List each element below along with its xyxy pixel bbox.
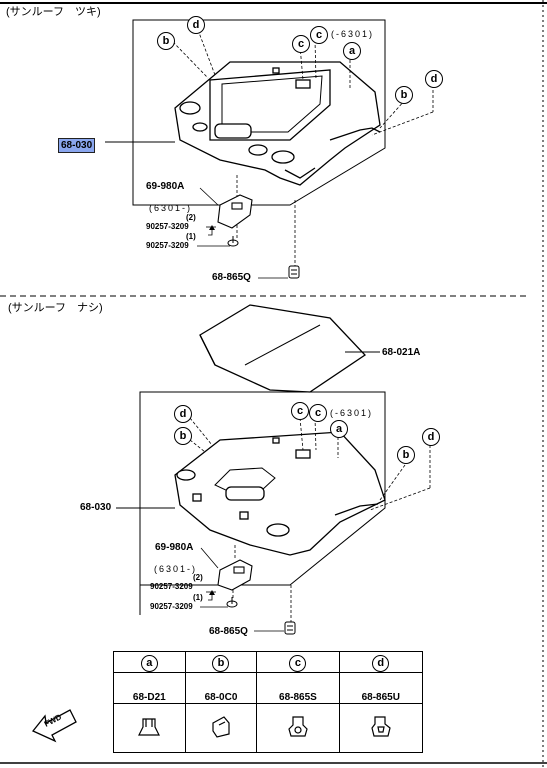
callout-d-bottom-right: d	[422, 428, 440, 446]
legend-header-d: d	[338, 651, 424, 673]
callout-c-top-2: c	[310, 26, 328, 44]
legend-icon-cell-c	[256, 703, 340, 753]
callout-a-bottom: a	[330, 420, 348, 438]
callout-d-top-left: d	[187, 16, 205, 34]
headliner-without-sunroof	[174, 431, 386, 556]
legend-icon-cell-b	[184, 703, 258, 753]
legend-part-a[interactable]: 68-D21	[113, 672, 186, 704]
callout-d-top-right: d	[425, 70, 443, 88]
callout-b-bottom-right: b	[397, 446, 415, 464]
lamp-code-bottom: (6301-)	[154, 564, 198, 574]
legend-part-d[interactable]: 68-865U	[338, 672, 424, 704]
clip-part-number-top[interactable]: 68-865Q	[212, 272, 251, 283]
legend-header-c: c	[256, 651, 340, 673]
lamp-part-number-bottom[interactable]: 69-980A	[155, 542, 194, 553]
screw-part-2-bottom[interactable]: 90257-3209	[150, 582, 193, 591]
callout-c-bottom-1: c	[291, 402, 309, 420]
lamp-part-number-top[interactable]: 69-980A	[146, 181, 185, 192]
screw-note-1-bottom: (1)	[193, 593, 203, 602]
roof-panel	[199, 304, 366, 393]
clip-d-icon	[371, 715, 391, 737]
screw-part-1-bottom[interactable]: 90257-3209	[150, 602, 193, 611]
lamp-code-top: (6301-)	[149, 203, 193, 213]
top-clip	[288, 265, 300, 279]
trim-part-number-highlighted[interactable]: 68-030	[58, 136, 96, 153]
screw-part-2-top[interactable]: 90257-3209	[146, 222, 189, 231]
legend-part-c[interactable]: 68-865S	[256, 672, 340, 704]
headliner-with-sunroof	[174, 61, 381, 186]
callout-b-top-left: b	[157, 32, 175, 50]
callout-c-top-1: c	[292, 35, 310, 53]
clip-a-icon	[138, 717, 161, 736]
bottom-leader-lines	[189, 417, 431, 622]
bottom-clip	[284, 621, 296, 635]
clip-part-number-bottom[interactable]: 68-865Q	[209, 626, 248, 637]
callout-d-bottom-left: d	[174, 405, 192, 423]
screw-note-2-top: (2)	[186, 213, 196, 222]
screw-note-1-top: (1)	[186, 232, 196, 241]
section-title-with-sunroof: (サンルーフ ツキ)	[6, 6, 101, 18]
callout-b-top-right: b	[395, 86, 413, 104]
callout-c-bottom-2: c	[309, 404, 327, 422]
legend-header-b: b	[184, 651, 258, 673]
fwd-arrow	[31, 709, 77, 743]
clip-b-icon	[212, 715, 230, 738]
top-screw	[227, 236, 239, 247]
legend-icon-cell-d	[338, 703, 424, 753]
screw-note-2-bottom: (2)	[193, 573, 203, 582]
callout-note-bottom: (-6301)	[330, 408, 374, 418]
top-leader-lines	[172, 29, 434, 268]
legend-icon-cell-a	[113, 703, 186, 753]
fastener-legend-table: a b c d 68-D21 68-0C0 68-865S 68-865U	[113, 651, 424, 753]
trim-part-number-bottom[interactable]: 68-030	[80, 502, 112, 513]
top-frame	[132, 19, 386, 206]
legend-part-b[interactable]: 68-0C0	[184, 672, 258, 704]
roof-panel-part-number[interactable]: 68-021A	[382, 347, 421, 358]
callout-note-top: (-6301)	[331, 29, 375, 39]
callout-a-top: a	[343, 42, 361, 60]
clip-c-icon	[288, 715, 308, 737]
bottom-screw	[226, 597, 238, 608]
bottom-map-lamp	[217, 559, 253, 591]
top-map-lamp	[217, 194, 253, 229]
screw-part-1-top[interactable]: 90257-3209	[146, 241, 189, 250]
legend-header-a: a	[113, 651, 186, 673]
lamp-leader-top	[199, 187, 219, 206]
callout-b-bottom-left: b	[174, 427, 192, 445]
section-title-without-sunroof: (サンルーフ ナシ)	[8, 302, 103, 314]
